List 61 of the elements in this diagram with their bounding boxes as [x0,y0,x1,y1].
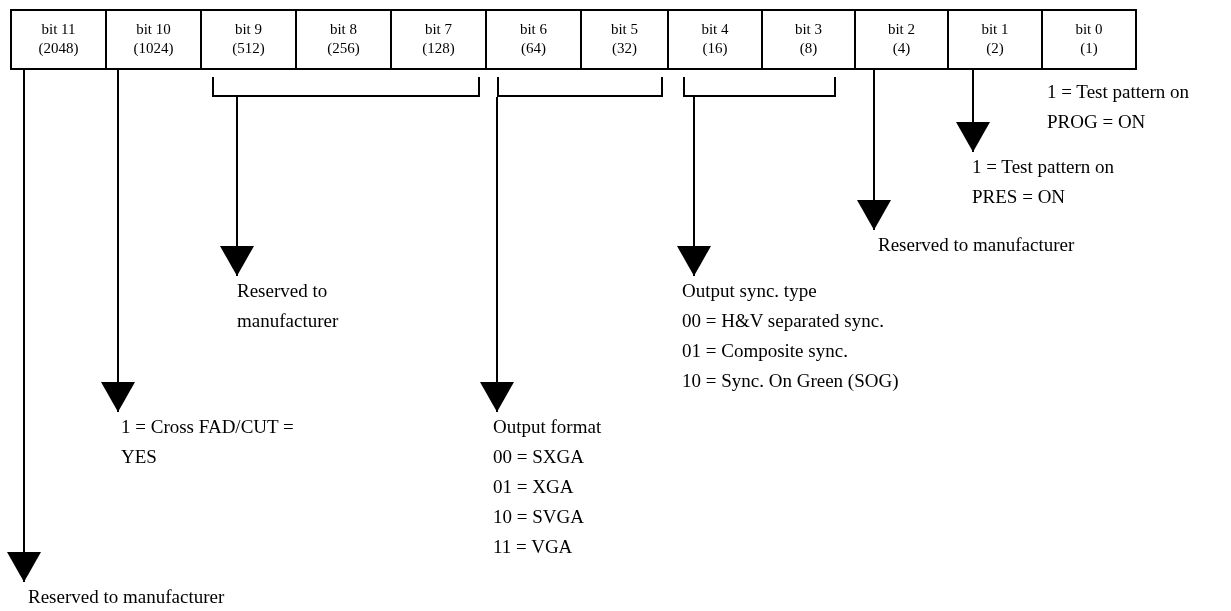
description-text: 10 = SVGA [493,505,585,529]
bit-label: (1) [1079,39,1099,58]
bit-label: bit 1 [980,20,1010,39]
bit-label: bit 8 [328,20,359,39]
description-text: 01 = XGA [493,475,575,499]
bit-label: (1024) [132,39,175,58]
description-text: Reserved to manufacturer [878,233,1075,257]
bit-label: (32) [611,39,638,58]
description-text: 1 = Cross FAD/CUT = YES [121,415,295,469]
bit-label: (2) [985,39,1005,58]
bit-label: (64) [520,39,547,58]
bit-label: (16) [701,39,729,58]
bit-label: bit 10 [135,20,172,39]
bit-cell [761,9,856,70]
bit-cell [667,9,763,70]
bit-label: bit 11 [40,20,77,39]
description-text: Output sync. type [682,279,818,303]
bit-cell [200,9,297,70]
arrow [101,69,135,413]
bit-label: (512) [231,39,266,58]
description-text: 01 = Composite sync. [682,339,849,363]
bit-cell [295,9,392,70]
description-text: 10 = Sync. On Green (SOG) [682,369,899,393]
bit-label: bit 4 [700,20,730,39]
note-text: 1 = Test pattern on PROG = ON [1047,80,1190,134]
bracket [683,77,836,97]
bit-label: bit 6 [518,20,549,39]
arrow [677,96,711,277]
bit-cell [105,9,202,70]
arrow [7,69,41,583]
arrow [220,96,254,277]
description-text: Output format [493,415,602,439]
description-text: 00 = H&V separated sync. [682,309,885,333]
description-text: 1 = Test pattern on PRES = ON [972,155,1115,209]
bit-label: bit 9 [233,20,264,39]
bit-label: (256) [326,39,361,58]
bracket [212,77,480,97]
bit-label: bit 7 [423,20,454,39]
description-text: 00 = SXGA [493,445,585,469]
bit-cell [1041,9,1137,70]
bracket [497,77,663,97]
bit-label: (2048) [37,39,80,58]
bit-label: (4) [891,39,912,58]
bit-cell [485,9,582,70]
bit-cell [854,9,949,70]
bit-cell [10,9,107,70]
arrow [956,69,990,153]
description-text: 11 = VGA [493,535,574,559]
description-text: Reserved to manufacturer [237,279,340,333]
arrow [480,96,514,413]
description-text: Reserved to manufacturer [28,585,225,609]
bit-cell [947,9,1043,70]
bit-cell [390,9,487,70]
bit-label: (128) [421,39,456,58]
bit-label: bit 2 [886,20,917,39]
bit-label: bit 0 [1074,20,1104,39]
bit-label: (8) [798,39,819,58]
arrow [857,69,891,231]
bit-label: bit 5 [609,20,640,39]
bit-cell [580,9,669,70]
bit-label: bit 3 [793,20,824,39]
